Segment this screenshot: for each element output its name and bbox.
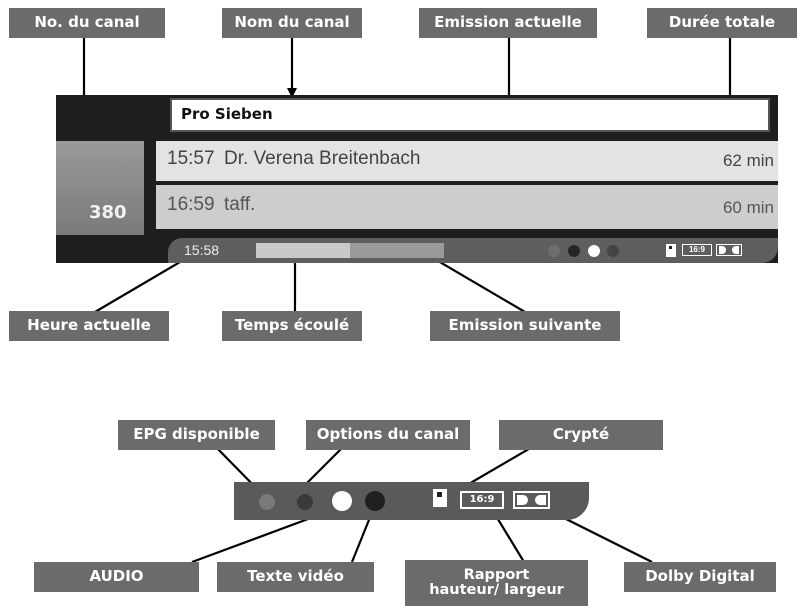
dot-video-text: [607, 245, 619, 257]
current-program-time: 15:57: [167, 148, 215, 169]
elapsed-progress-track: [256, 243, 444, 258]
callout-channel-options: Options du canal: [306, 420, 470, 450]
next-program-row: [156, 185, 778, 229]
zoom-dot-channel-options: [297, 494, 313, 510]
callout-current-program: Emission actuelle: [419, 8, 597, 38]
callout-dolby-digital: Dolby Digital: [624, 562, 776, 592]
clock: 15:58: [184, 242, 220, 258]
dot-epg: [548, 245, 560, 257]
channel-name-box: [170, 98, 770, 132]
callout-total-duration: Durée totale: [647, 8, 797, 38]
info-banner: 380 Pro Sieben 15:57 Dr. Verena Breitenb…: [56, 95, 778, 263]
encrypted-icon: [666, 244, 676, 257]
channel-name: Pro Sieben: [181, 105, 273, 123]
next-program-time: 16:59: [167, 194, 215, 215]
channel-number: 380: [89, 202, 127, 223]
callout-channel-no: No. du canal: [9, 8, 165, 38]
callout-elapsed-time: Temps écoulé: [222, 311, 362, 341]
zoom-dot-epg: [259, 494, 275, 510]
callout-next-program: Emission suivante: [430, 311, 620, 341]
dot-channel-options: [568, 245, 580, 257]
elapsed-progress-fill: [256, 243, 350, 258]
aspect-ratio-icon: 16:9: [682, 244, 712, 256]
zoom-aspect-ratio-icon: 16:9: [460, 491, 504, 509]
current-program-row: [156, 141, 778, 181]
callout-audio: AUDIO: [34, 562, 199, 592]
zoom-encrypted-icon: [433, 489, 447, 507]
current-program-title: Dr. Verena Breitenbach: [224, 148, 421, 169]
callout-current-time: Heure actuelle: [9, 311, 169, 341]
current-program-duration: 62 min: [722, 151, 774, 170]
zoom-background: [234, 482, 589, 520]
callout-channel-name: Nom du canal: [222, 8, 362, 38]
callout-encrypted: Crypté: [499, 420, 663, 450]
dot-audio: [588, 245, 600, 257]
zoom-dot-video-text: [365, 491, 385, 511]
zoom-dolby-icon: [513, 491, 550, 509]
callout-video-text: Texte vidéo: [217, 562, 374, 592]
arrow-dolby: [550, 511, 653, 563]
zoom-dot-audio: [332, 491, 352, 511]
callout-aspect-ratio: Rapport hauteur/ largeur: [405, 560, 588, 606]
channel-number-panel: [56, 141, 144, 235]
next-program-title: taff.: [224, 194, 256, 215]
callout-epg-available: EPG disponible: [118, 420, 275, 450]
status-bar-zoom: 16:9: [234, 482, 589, 520]
next-program-duration: 60 min: [722, 198, 774, 217]
dolby-icon: [716, 244, 742, 256]
